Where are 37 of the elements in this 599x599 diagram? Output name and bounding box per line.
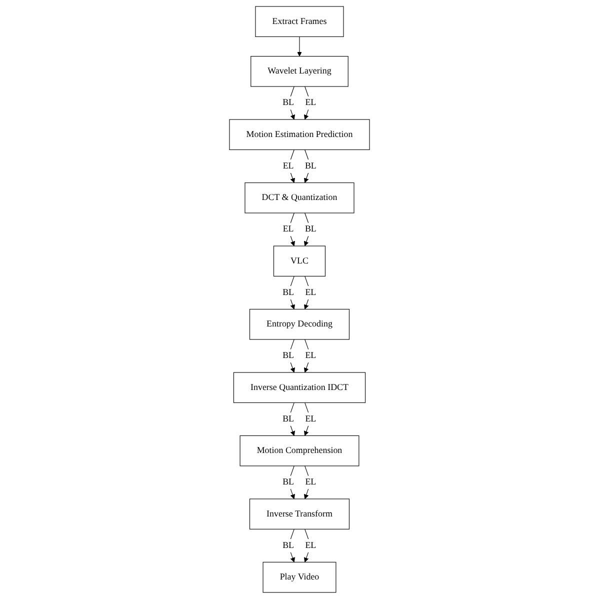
- edge-label: EL: [305, 540, 316, 550]
- edge-label: BL: [282, 98, 294, 108]
- arrow: [304, 528, 311, 562]
- edge-label: EL: [305, 414, 316, 424]
- edge-label: BL: [282, 540, 294, 550]
- edge-label: BL: [304, 161, 316, 171]
- edge-label: BL: [282, 288, 294, 298]
- edge-label: EL: [282, 224, 294, 234]
- edge-label: EL: [282, 161, 294, 171]
- node-box: Inverse Transform: [249, 498, 350, 530]
- node-box: Motion Comprehension: [240, 435, 360, 466]
- arrow: [304, 466, 311, 500]
- arrow: [304, 339, 311, 373]
- arrow: [304, 402, 311, 436]
- edge-label: EL: [305, 477, 316, 487]
- arrow: [288, 276, 295, 310]
- edge-label: EL: [305, 98, 316, 108]
- arrow: [304, 276, 311, 310]
- arrow: [288, 528, 295, 562]
- arrow: [304, 86, 311, 120]
- node-box: DCT & Quantization: [244, 182, 354, 214]
- edge-label: BL: [282, 477, 294, 487]
- node-box: Wavelet Layering: [250, 56, 348, 87]
- node-box: VLC: [273, 246, 326, 277]
- node-box: Play Video: [262, 562, 336, 593]
- edge-label: EL: [305, 350, 316, 360]
- edge-label: BL: [282, 350, 294, 360]
- edge-label: BL: [282, 414, 294, 424]
- node-box: Inverse Quantization IDCT: [233, 372, 366, 404]
- node-box: Entropy Decoding: [249, 309, 350, 340]
- edge-label: EL: [305, 288, 316, 298]
- arrow: [297, 36, 302, 57]
- edge-label: BL: [304, 224, 316, 234]
- node-box: Extract Frames: [255, 6, 344, 38]
- arrow: [288, 402, 295, 436]
- arrow: [288, 150, 295, 184]
- node-box: Motion Estimation Prediction: [229, 119, 370, 150]
